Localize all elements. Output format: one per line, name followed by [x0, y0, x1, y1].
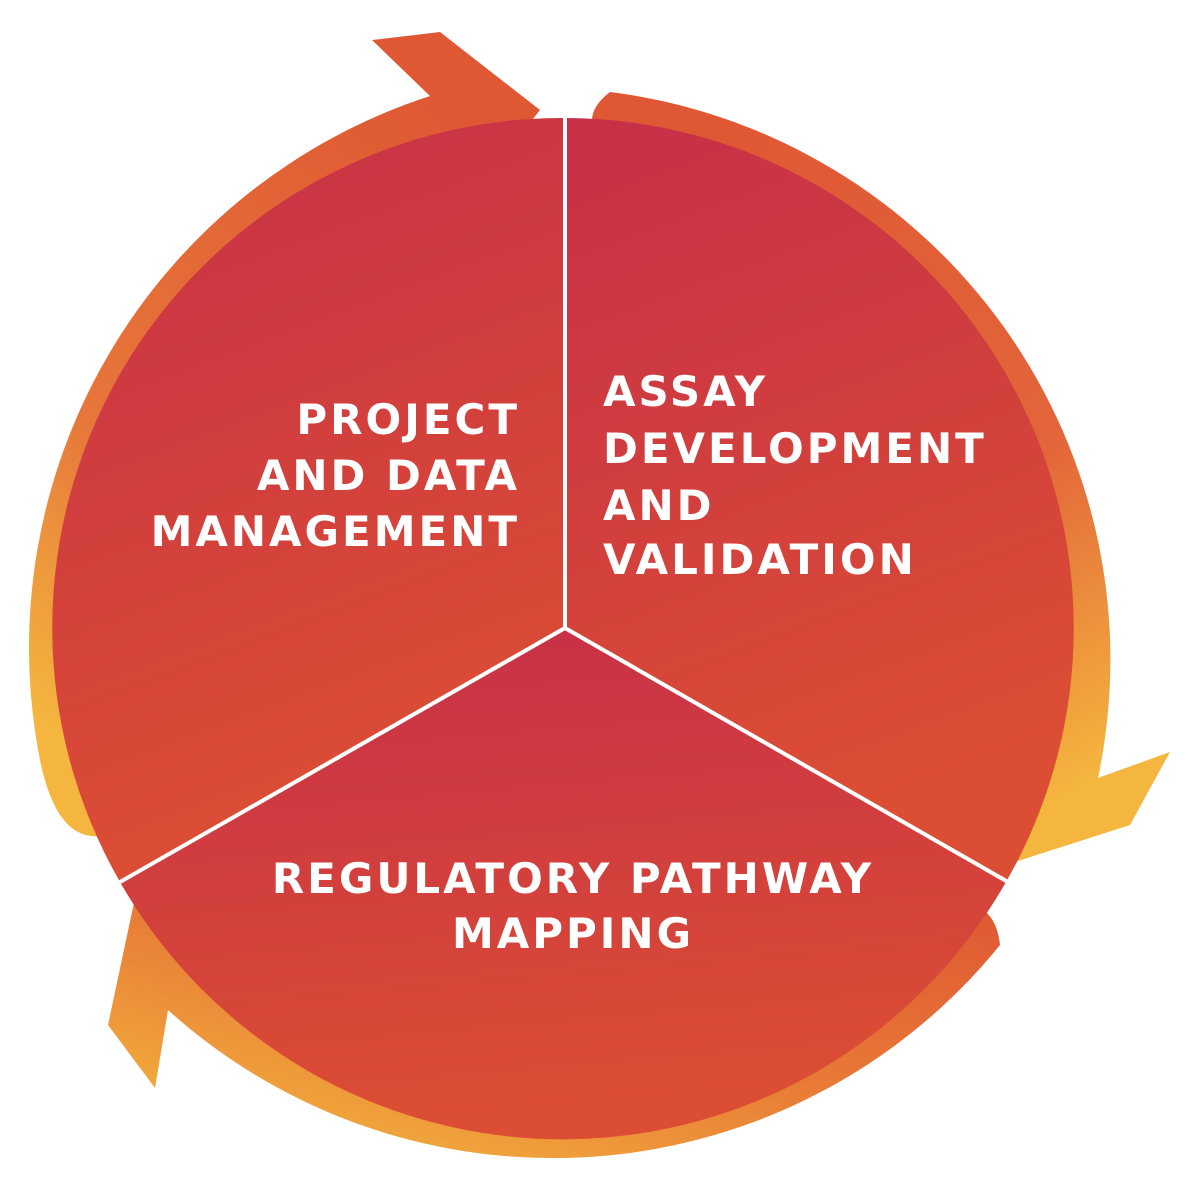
label-regulatory-line-1: REGULATORY PATHWAY	[272, 854, 874, 903]
divider-right	[564, 626, 1009, 884]
segment-assay	[563, 117, 1074, 882]
label-assay-line-4: VALIDATION	[603, 535, 917, 584]
label-project-line-2: AND DATA	[257, 451, 520, 500]
label-assay-line-1: ASSAY	[603, 367, 768, 416]
label-assay-line-3: AND	[603, 481, 715, 530]
label-assay: ASSAY DEVELOPMENT AND VALIDATION	[603, 367, 987, 584]
label-regulatory-line-2: MAPPING	[452, 909, 694, 958]
label-regulatory: REGULATORY PATHWAY MAPPING	[272, 854, 874, 958]
label-project-line-3: MANAGEMENT	[151, 507, 520, 556]
label-assay-line-2: DEVELOPMENT	[603, 424, 987, 473]
label-project: PROJECT AND DATA MANAGEMENT	[151, 395, 520, 556]
segment-dividers	[119, 116, 1009, 884]
segment-project	[52, 117, 563, 882]
arrow-right-to-bottom	[108, 898, 1000, 1159]
label-project-line-1: PROJECT	[296, 395, 520, 444]
divider-left	[119, 626, 566, 884]
